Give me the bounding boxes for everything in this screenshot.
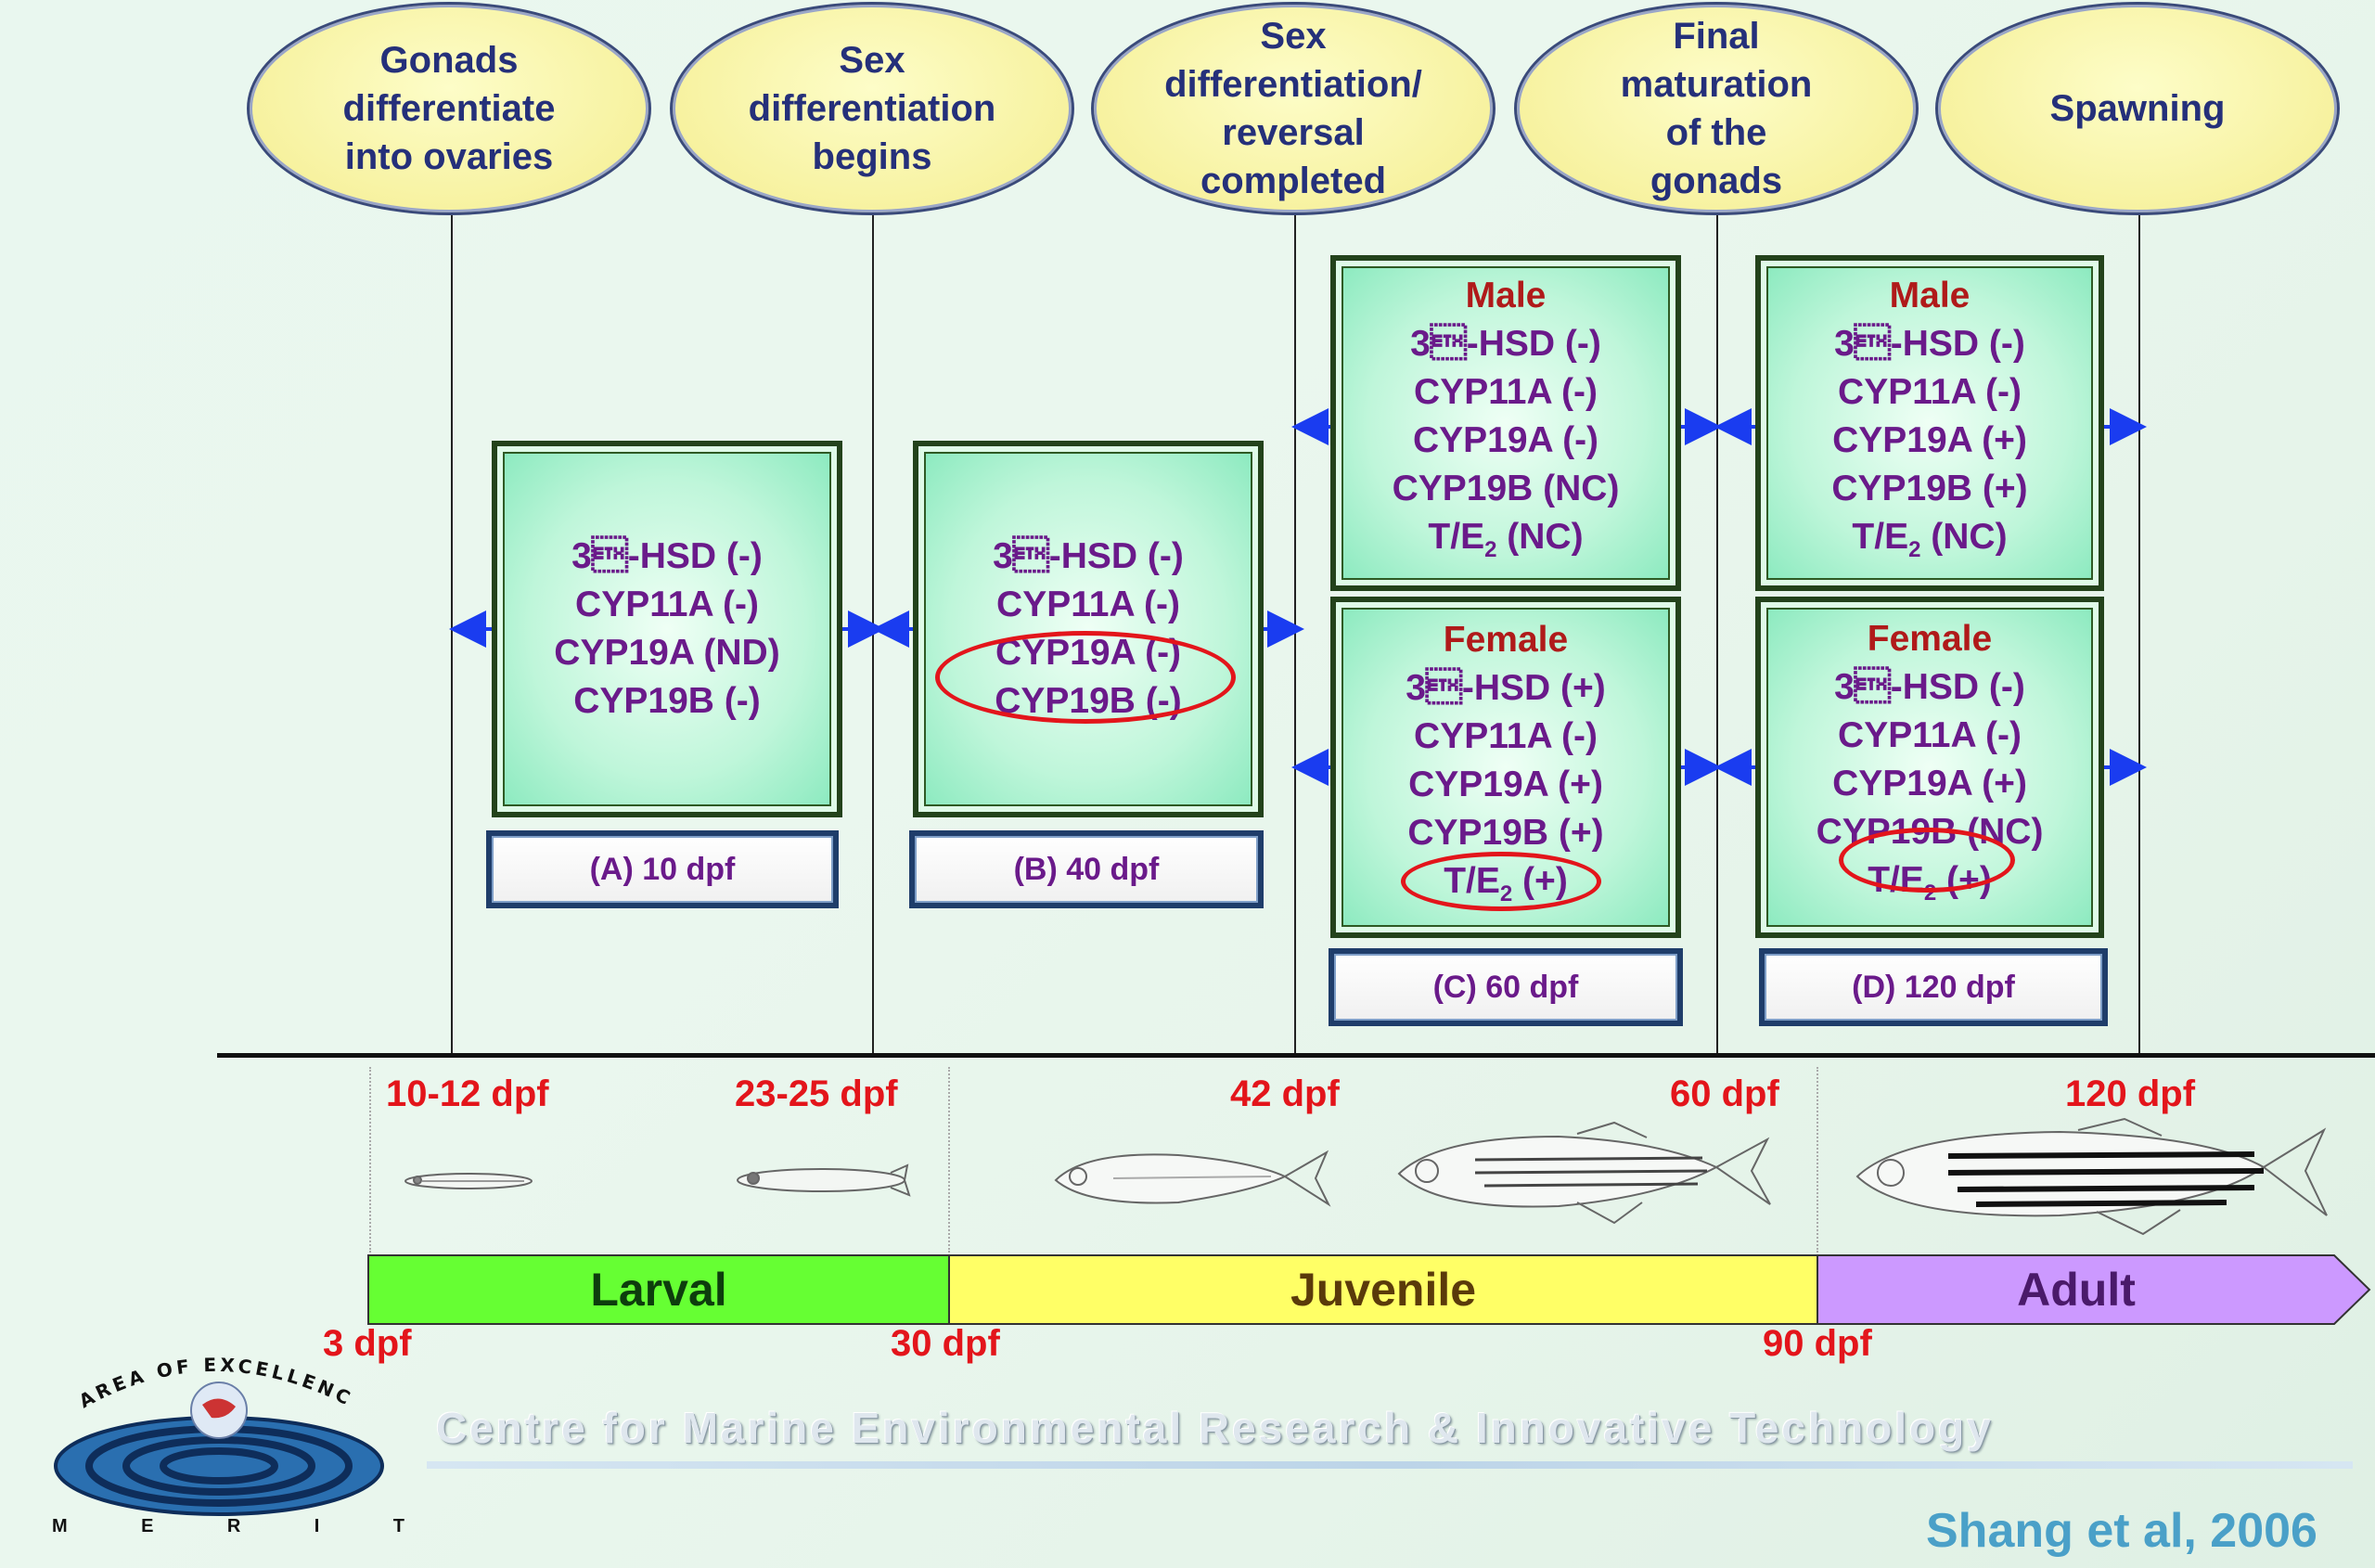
box-d-male-line: CYP19B (+) <box>1831 469 2028 509</box>
fish-larva-icon <box>737 1163 911 1197</box>
box-d-female-line: CYP11A (-) <box>1838 715 2022 755</box>
box-a-line: CYP11A (-) <box>575 585 759 624</box>
dpf-label: 120 dpf <box>2065 1073 2196 1114</box>
stage-juvenile: Juvenile <box>948 1254 1818 1325</box>
box-d-female-title: Female <box>1867 619 1993 659</box>
fish-juvenile-icon <box>1397 1121 1771 1225</box>
dpf-label: 3 dpf <box>323 1323 412 1364</box>
stage-adult-label: Adult <box>2017 1264 2136 1316</box>
fish-larva-icon <box>404 1173 533 1189</box>
logo-letter: M <box>52 1516 68 1536</box>
logo-letter: E <box>141 1516 154 1536</box>
box-b-line: 3-HSD (-) <box>993 536 1184 576</box>
box-b-line: CYP11A (-) <box>996 585 1180 624</box>
box-c-female-line: CYP19B (+) <box>1407 813 1604 854</box>
stage-separator <box>369 1067 371 1253</box>
stage-separator <box>1817 1067 1818 1253</box>
box-d-male-te: T/E2 (NC) <box>1852 517 2008 562</box>
stage-ellipse-sex-diff-begins: Sex differentiation begins <box>670 2 1074 215</box>
box-d-female: Female 3-HSD (-) CYP11A (-) CYP19A (+) … <box>1755 597 2104 938</box>
box-a: 3-HSD (-) CYP11A (-) CYP19A (ND) CYP19B… <box>492 441 842 817</box>
box-c-female-line: CYP11A (-) <box>1414 716 1598 757</box>
merit-logo: AREA OF EXCELLENCE M E R I T <box>29 1326 408 1548</box>
logo-letter: I <box>314 1516 320 1536</box>
dpf-label: 30 dpf <box>891 1323 1000 1364</box>
box-d-female-line: 3-HSD (-) <box>1834 667 2025 707</box>
footer-org-name: Centre for Marine Environmental Research… <box>436 1404 1994 1452</box>
box-d-label: (D) 120 dpf <box>1759 948 2108 1026</box>
fish-adult-icon <box>1855 1117 2328 1236</box>
stage-separator <box>948 1067 950 1253</box>
box-c-male-te: T/E2 (NC) <box>1428 517 1584 562</box>
box-c-label: (C) 60 dpf <box>1329 948 1683 1026</box>
dpf-label: 23-25 dpf <box>735 1073 898 1114</box>
footer-underline <box>427 1461 2353 1469</box>
box-b-label: (B) 40 dpf <box>909 830 1264 908</box>
box-c-male-line: CYP19A (-) <box>1412 420 1599 461</box>
dpf-label: 10-12 dpf <box>386 1073 549 1114</box>
timeline-axis <box>217 1053 2375 1058</box>
box-d-male-line: CYP19A (+) <box>1832 420 2027 461</box>
box-c-male-line: CYP19B (NC) <box>1392 469 1620 509</box>
logo-letter: R <box>226 1516 241 1536</box>
dpf-label: 90 dpf <box>1763 1323 1872 1364</box>
stage-larval: Larval <box>367 1254 950 1325</box>
stage-ellipse-sex-reversal: Sex differentiation/ reversal completed <box>1091 2 1496 215</box>
box-a-line: CYP19B (-) <box>573 681 761 721</box>
highlight-ellipse <box>935 631 1236 724</box>
box-c-male-title: Male <box>1465 276 1547 316</box>
stage-adult: Adult <box>1817 1254 2371 1325</box>
box-c-male-line: 3-HSD (-) <box>1410 324 1601 365</box>
citation: Shang et al, 2006 <box>1926 1504 2317 1558</box>
dpf-label: 42 dpf <box>1230 1073 1340 1114</box>
stage-ellipse-final-maturation: Final maturation of the gonads <box>1514 2 1919 215</box>
box-c-male-line: CYP11A (-) <box>1414 372 1598 413</box>
box-c-female-title: Female <box>1443 620 1569 661</box>
box-c-female: Female 3-HSD (+) CYP11A (-) CYP19A (+) … <box>1330 597 1681 938</box>
box-a-line: CYP19A (ND) <box>554 633 780 673</box>
box-c-female-line: CYP19A (+) <box>1408 765 1603 805</box>
stage-ellipse-spawning: Spawning <box>1935 2 2340 215</box>
box-a-line: 3-HSD (-) <box>571 536 763 576</box>
box-c-male: Male 3-HSD (-) CYP11A (-) CYP19A (-) CY… <box>1330 255 1681 591</box>
box-d-male: Male 3-HSD (-) CYP11A (-) CYP19A (+) CY… <box>1755 255 2104 591</box>
highlight-ellipse <box>1401 852 1601 911</box>
fish-juvenile-icon <box>1054 1150 1331 1207</box>
dpf-label: 60 dpf <box>1670 1073 1779 1114</box>
connector-line <box>2138 215 2140 1056</box>
stage-ellipse-ovaries: Gonads differentiate into ovaries <box>247 2 651 215</box>
box-d-male-line: CYP11A (-) <box>1838 372 2022 413</box>
box-d-male-title: Male <box>1889 276 1971 316</box>
box-d-female-line: CYP19A (+) <box>1832 764 2027 803</box>
box-d-male-line: 3-HSD (-) <box>1834 324 2025 365</box>
box-a-label: (A) 10 dpf <box>486 830 839 908</box>
box-c-female-line: 3-HSD (+) <box>1406 668 1606 709</box>
logo-letter: T <box>392 1516 404 1536</box>
highlight-ellipse <box>1839 828 2015 893</box>
connector-line <box>1716 215 1718 1056</box>
